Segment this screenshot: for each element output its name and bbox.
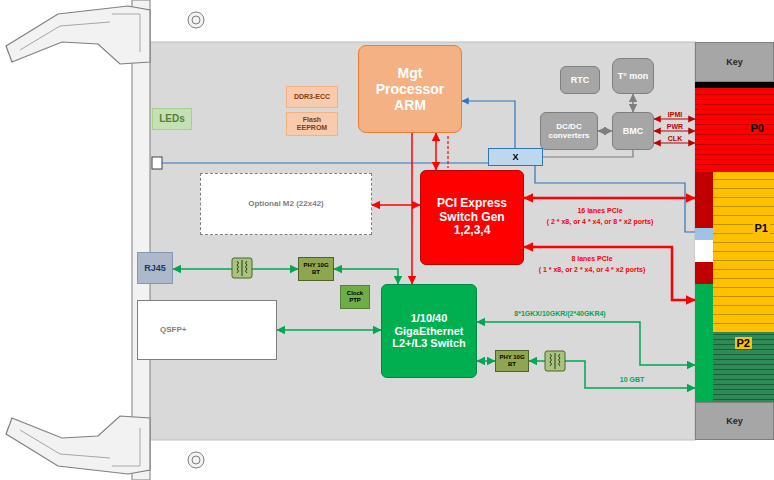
screw bbox=[188, 12, 204, 28]
node-text: P0 bbox=[749, 122, 766, 135]
node-text: RTC bbox=[571, 75, 590, 85]
phy-chip: PHY 10G BT bbox=[298, 257, 334, 281]
bus-connector bbox=[372, 204, 420, 206]
bmc-box: BMC bbox=[612, 112, 654, 150]
bus-connector bbox=[524, 197, 695, 200]
ethernet-switch: 1/10/40 GigaEthernet L2+/L3 Switch bbox=[381, 284, 477, 378]
bus-connector bbox=[535, 166, 695, 232]
node-text: X bbox=[512, 152, 518, 162]
rtc-box: RTC bbox=[560, 66, 600, 94]
pin-group bbox=[695, 228, 713, 240]
signal-name: PWR bbox=[666, 123, 684, 130]
node-text: P2 bbox=[735, 337, 752, 350]
signal-name: CLK bbox=[667, 135, 683, 142]
flash-chip: Flash EEPROM bbox=[286, 112, 338, 136]
pin-group bbox=[695, 262, 713, 284]
pcb bbox=[148, 42, 695, 440]
key-block: Key bbox=[695, 42, 774, 82]
bus-connector bbox=[654, 142, 695, 143]
node-text: P1 bbox=[753, 222, 770, 235]
node-text: Flash EEPROM bbox=[290, 116, 334, 132]
node-text: DC/DC converters bbox=[544, 122, 594, 140]
pin-group bbox=[695, 240, 713, 262]
screw bbox=[188, 452, 204, 468]
node-text: Key bbox=[726, 57, 743, 67]
bus-connector bbox=[462, 101, 515, 148]
sensor-box: T° mon bbox=[612, 58, 654, 94]
node-text: PCI Express Switch Gen 1,2,3,4 bbox=[424, 197, 520, 238]
node-text: Mgt Processor ARM bbox=[362, 65, 458, 113]
clock-chip: Clock PTP bbox=[340, 285, 370, 309]
handle-detail bbox=[20, 428, 140, 466]
bus-connector bbox=[277, 329, 381, 331]
phy-chip: PHY 10G BT bbox=[495, 350, 529, 372]
node-text: Optional M2 (22x42) bbox=[248, 199, 324, 208]
bus-connector bbox=[543, 150, 633, 157]
transformer-symbol bbox=[232, 258, 252, 278]
pcie-switch: PCI Express Switch Gen 1,2,3,4 bbox=[420, 170, 524, 265]
led-connector bbox=[152, 157, 162, 169]
bus-connector bbox=[435, 133, 437, 170]
ejector-handle bbox=[6, 416, 150, 474]
pin-group bbox=[695, 172, 713, 228]
connector-pins bbox=[713, 172, 774, 284]
handle-detail bbox=[20, 14, 140, 52]
connector-pins bbox=[713, 284, 774, 332]
screw bbox=[192, 456, 200, 464]
rj45-port: RJ45 bbox=[137, 252, 173, 284]
ejector-handle bbox=[6, 6, 150, 64]
bus-note: 16 lanes PCIe bbox=[576, 207, 623, 214]
connector-bar bbox=[695, 82, 774, 88]
led-block: LEDs bbox=[152, 108, 192, 130]
backplane-connector: P1 bbox=[695, 172, 774, 284]
bus-connector bbox=[524, 247, 695, 300]
backplane-connector: P0 bbox=[695, 84, 774, 172]
bus-connector bbox=[632, 94, 634, 112]
backplane-connector: P2 bbox=[695, 284, 774, 402]
node-text: LEDs bbox=[159, 113, 185, 125]
node-text: DDR3-ECC bbox=[294, 93, 330, 101]
bus-note: 8 lanes PCIe bbox=[570, 255, 613, 262]
qsfp-cage: QSFP+ bbox=[137, 300, 277, 360]
signal-name: IPMI bbox=[667, 111, 683, 118]
bus-connector bbox=[334, 269, 398, 284]
processor-box: Mgt Processor ARM bbox=[358, 45, 462, 133]
signal-name: 10 GBT bbox=[619, 376, 646, 383]
node-text: Key bbox=[726, 416, 743, 426]
m2-slot: Optional M2 (22x42) bbox=[200, 173, 372, 235]
bus-connector bbox=[598, 130, 612, 132]
transformer-symbol bbox=[545, 351, 565, 371]
pin-group bbox=[695, 284, 713, 402]
node-text: PHY 10G BT bbox=[499, 354, 525, 368]
screw bbox=[192, 16, 200, 24]
bus-connector bbox=[477, 360, 495, 362]
connector-pins bbox=[695, 88, 774, 172]
node-text: QSFP+ bbox=[160, 325, 186, 334]
crosspoint-switch: X bbox=[488, 148, 543, 166]
connector-pins bbox=[713, 332, 774, 402]
memory-chip: DDR3-ECC bbox=[286, 86, 338, 108]
key-block: Key bbox=[695, 402, 774, 440]
front-panel bbox=[132, 0, 150, 480]
bus-connector bbox=[411, 133, 413, 284]
bus-note: ( 1 * x8, or 2 * x4, or 4 * x2 ports) bbox=[538, 266, 647, 273]
bus-connector bbox=[654, 118, 695, 119]
power-box: DC/DC converters bbox=[540, 112, 598, 150]
node-text: BMC bbox=[623, 126, 644, 136]
node-text: T° mon bbox=[618, 71, 649, 81]
node-text: Clock PTP bbox=[344, 290, 366, 304]
bus-note: ( 2 * x8, or 4 * x4, or 8 * x2 ports) bbox=[546, 218, 655, 225]
node-text: PHY 10G BT bbox=[302, 262, 330, 276]
signal-name: 8*1GKX/10GKR/(2*40GKR4) bbox=[513, 310, 606, 317]
bus-connector bbox=[654, 130, 695, 131]
node-text: RJ45 bbox=[144, 263, 166, 273]
signal-wire bbox=[162, 162, 488, 163]
node-text: 1/10/40 GigaEthernet L2+/L3 Switch bbox=[385, 312, 473, 350]
control-wire bbox=[447, 136, 448, 168]
